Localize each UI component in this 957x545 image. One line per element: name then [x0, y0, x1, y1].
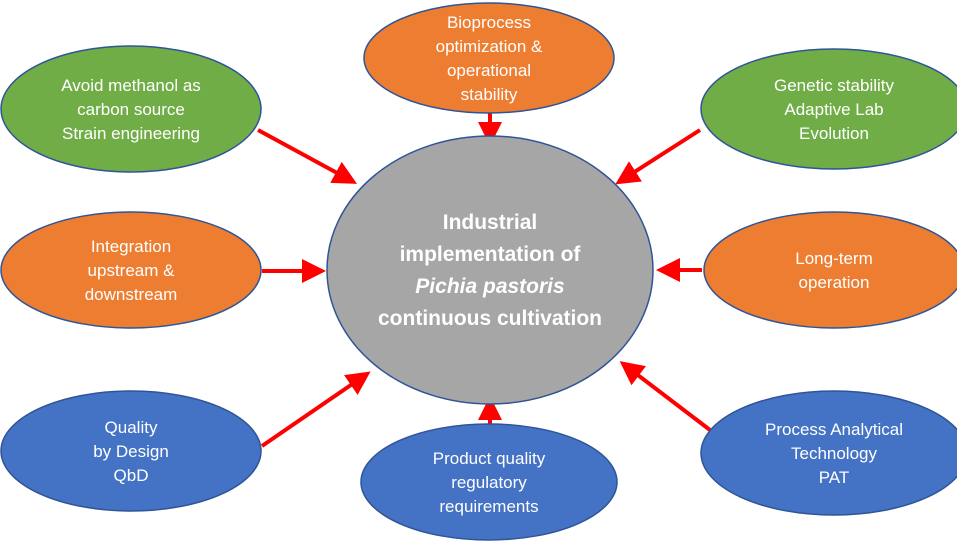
node-ellipse — [363, 2, 615, 114]
node-label-line: Strain engineering — [62, 124, 200, 143]
arrow-strain-engineering — [257, 128, 358, 184]
node-ellipse — [703, 211, 957, 329]
center-node: Industrial implementation of Pichia pastor… — [326, 135, 654, 405]
node-label-line: Adaptive Lab — [784, 100, 883, 119]
arrow-genetic-stability — [615, 128, 702, 185]
node-label-line: Avoid methanol as — [61, 76, 201, 95]
node-product-quality: Product quality regulatory requirements — [360, 423, 618, 541]
center-title-line: Pichia pastoris — [415, 275, 564, 298]
node-label: Product quality regulatory requirements — [433, 449, 546, 516]
node-label-line: QbD — [114, 466, 149, 485]
node-label-line: downstream — [85, 285, 178, 304]
node-label-line: stability — [461, 85, 518, 104]
node-label-line: regulatory — [451, 473, 527, 492]
node-label-line: carbon source — [77, 100, 185, 119]
node-label: Integration upstream & downstream — [85, 237, 178, 304]
node-label-line: operation — [799, 273, 870, 292]
node-ellipse — [0, 390, 262, 512]
node-label: Long-term operation — [795, 249, 872, 292]
node-label-line: Evolution — [799, 124, 869, 143]
node-ellipse — [700, 48, 957, 170]
node-label-line: upstream & — [88, 261, 176, 280]
node-ellipse — [0, 45, 262, 173]
node-label-line: PAT — [819, 468, 850, 487]
node-bioprocess-optimization: Bioprocess optimization & operational stabi… — [363, 2, 615, 114]
node-ellipse — [0, 211, 262, 329]
node-ellipse — [700, 390, 957, 516]
node-label-line: requirements — [439, 497, 538, 516]
node-ellipse — [360, 423, 618, 541]
node-label-line: optimization & — [436, 37, 543, 56]
arrow-quality-by-design — [260, 371, 371, 448]
center-title-line: continuous cultivation — [378, 307, 602, 330]
node-label-line: operational — [447, 61, 531, 80]
node-label-line: Integration — [91, 237, 171, 256]
node-label-line: by Design — [93, 442, 169, 461]
center-title: Industrial implementation of Pichia pastor… — [378, 211, 602, 330]
node-label-line: Quality — [105, 418, 158, 437]
node-integration-upstream-downstream: Integration upstream & downstream — [0, 211, 262, 329]
center-title-line: Industrial — [443, 211, 538, 234]
arrow-process-analytical-technology — [619, 361, 712, 432]
arrows — [257, 113, 712, 448]
center-title-line: implementation of — [400, 243, 582, 266]
node-label-line: Bioprocess — [447, 13, 531, 32]
node-label-line: Product quality — [433, 449, 546, 468]
node-long-term-operation: Long-term operation — [703, 211, 957, 329]
node-label-line: Long-term — [795, 249, 872, 268]
node-label-line: Technology — [791, 444, 878, 463]
node-label: Bioprocess optimization & operational stabi… — [436, 13, 543, 104]
node-label-line: Genetic stability — [774, 76, 894, 95]
node-label-line: Process Analytical — [765, 420, 903, 439]
